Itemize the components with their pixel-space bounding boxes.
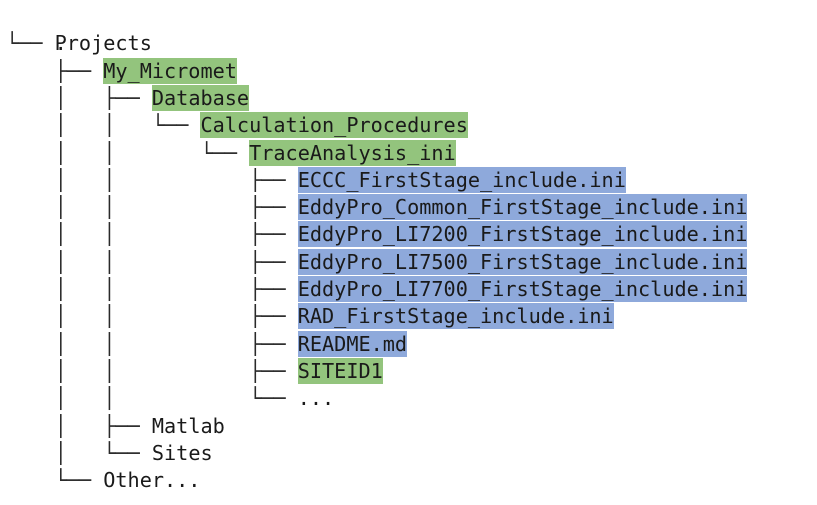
file-label: RAD_FirstStage_include.ini <box>297 303 614 330</box>
tree-connector: │ │ ├── <box>6 304 298 329</box>
folder-label: My_Micromet <box>103 57 237 84</box>
tree-connector: │ │ └── <box>6 113 201 138</box>
tree-label: Sites <box>151 440 213 465</box>
file-label: EddyPro_LI7500_FirstStage_include.ini <box>297 248 748 275</box>
tree-connector: │ │ ├── <box>6 249 298 274</box>
tree-root: . <box>6 3 67 55</box>
file-label: ECCC_FirstStage_include.ini <box>297 166 626 193</box>
tree-label: ... <box>297 386 335 411</box>
tree-row: └── Projects <box>6 30 152 57</box>
tree-connector: │ │ ├── <box>6 331 298 356</box>
tree-row: │ │ └── Calculation_Procedures <box>6 112 468 139</box>
tree-row: │ │ ├── EddyPro_LI7700_FirstStage_includ… <box>6 276 748 303</box>
file-label: EddyPro_LI7200_FirstStage_include.ini <box>297 221 748 248</box>
file-label: EddyPro_Common_FirstStage_include.ini <box>297 194 748 221</box>
tree-row: │ ├── Matlab <box>6 413 225 440</box>
tree-connector: │ │ └── <box>6 386 298 411</box>
tree-row: │ │ ├── ECCC_FirstStage_include.ini <box>6 166 626 194</box>
tree-connector: └── <box>6 31 55 56</box>
tree-row: │ ├── Database <box>6 84 250 112</box>
tree-connector: │ │ ├── <box>6 358 298 383</box>
tree-root-label: . <box>54 31 67 56</box>
tree-connector: └── <box>6 468 104 493</box>
tree-row: │ │ └── ... <box>6 385 335 412</box>
tree-connector: │ └── <box>6 440 152 465</box>
tree-row: │ └── Sites <box>6 440 213 467</box>
tree-row: │ │ └── TraceAnalysis_ini <box>6 139 456 167</box>
folder-label: SITEID1 <box>297 357 383 384</box>
tree-connector: ├── <box>6 58 104 83</box>
folder-label: Database <box>151 84 250 111</box>
tree-connector: │ │ ├── <box>6 222 298 247</box>
tree-label: Projects <box>54 31 152 56</box>
tree-label: Matlab <box>151 413 225 438</box>
tree-row: ├── My_Micromet <box>6 57 237 85</box>
tree-connector: │ │ ├── <box>6 167 298 192</box>
tree-row: └── Other... <box>6 467 201 494</box>
tree-connector: │ │ └── <box>6 140 250 165</box>
tree-connector: │ │ ├── <box>6 277 298 301</box>
tree-row: │ │ ├── RAD_FirstStage_include.ini <box>6 303 614 330</box>
tree-row: │ │ ├── EddyPro_Common_FirstStage_includ… <box>6 194 748 221</box>
tree-row: │ │ ├── SITEID1 <box>6 357 383 385</box>
tree-connector: │ │ ├── <box>6 195 298 220</box>
folder-label: TraceAnalysis_ini <box>249 139 456 166</box>
directory-tree: . └── Projects ├── My_Micromet │ ├── Dat… <box>6 3 811 498</box>
tree-row: │ │ ├── README.md <box>6 330 408 358</box>
tree-row: │ │ ├── EddyPro_LI7200_FirstStage_includ… <box>6 221 748 248</box>
tree-label: Other... <box>103 468 201 493</box>
tree-connector: │ ├── <box>6 85 152 110</box>
file-label: EddyPro_LI7700_FirstStage_include.ini <box>297 276 748 302</box>
file-label: README.md <box>297 330 408 357</box>
tree-row: │ │ ├── EddyPro_LI7500_FirstStage_includ… <box>6 248 748 276</box>
folder-label: Calculation_Procedures <box>200 112 468 139</box>
tree-connector: │ ├── <box>6 413 152 438</box>
